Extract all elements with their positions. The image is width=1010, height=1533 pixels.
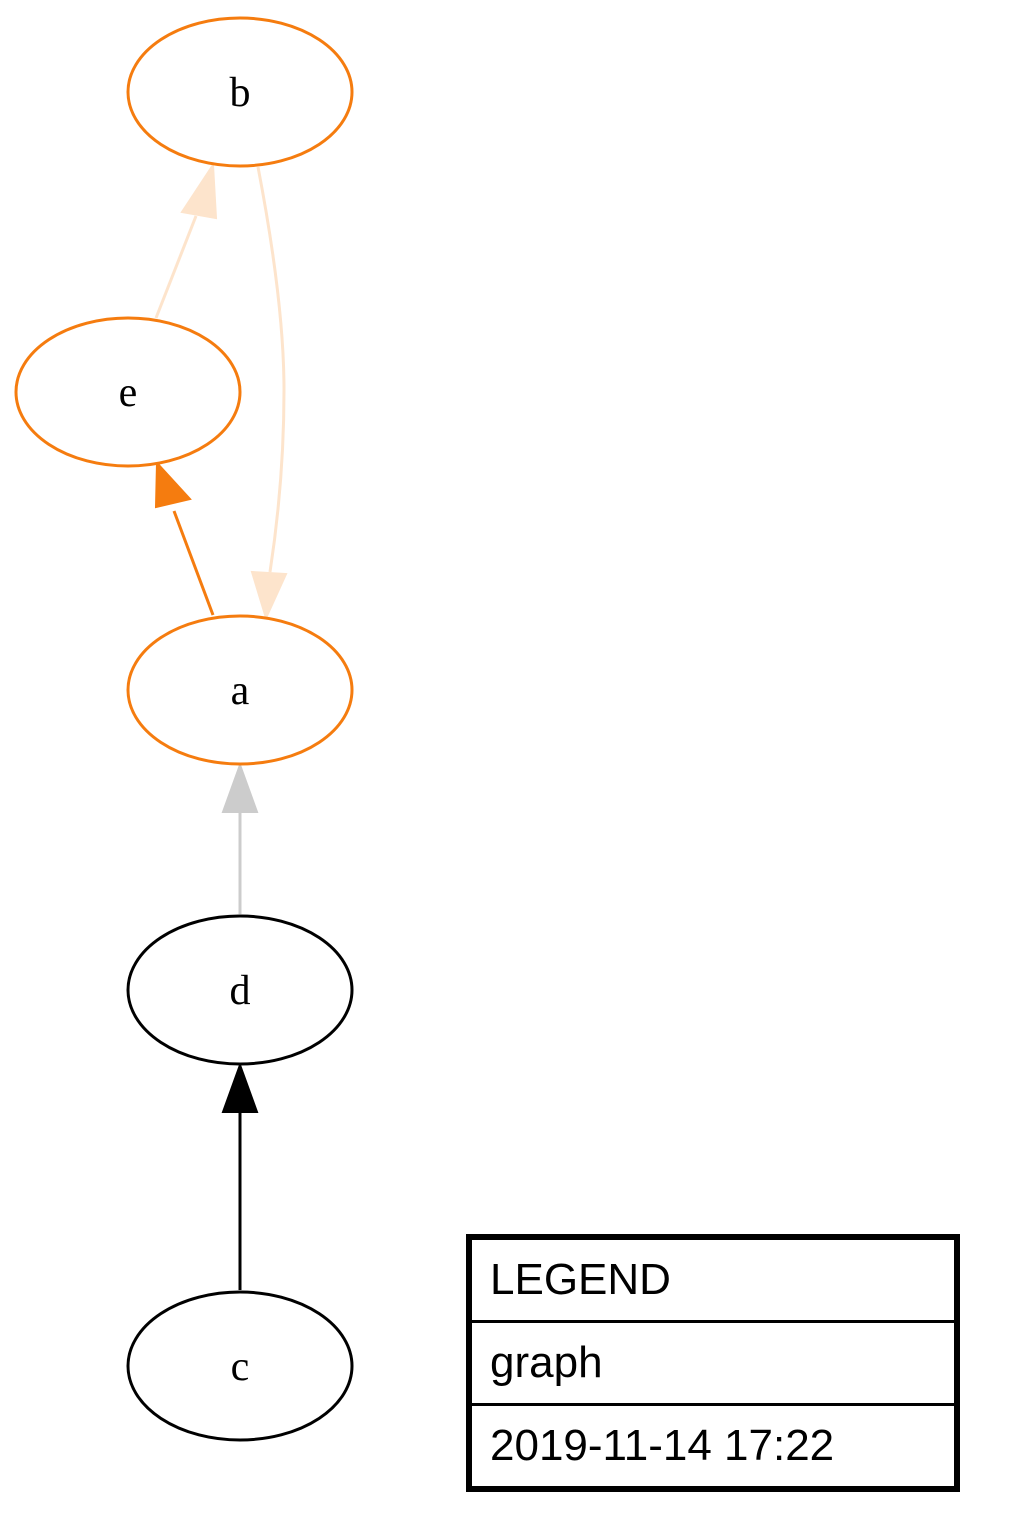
edge-line-b-a: [256, 166, 286, 573]
edge-a-e: [154, 460, 215, 616]
legend-timestamp: 2019-11-14 17:22: [472, 1403, 954, 1486]
node-b: b: [126, 16, 354, 168]
node-label-a: a: [231, 668, 250, 714]
node-a: a: [126, 614, 354, 766]
node-ellipse-e: [14, 316, 242, 468]
node-label-b: b: [230, 70, 251, 116]
node-label-e: e: [119, 370, 138, 416]
node-ellipse-d: [126, 914, 354, 1066]
node-e: e: [14, 316, 242, 468]
edge-e-b: [154, 161, 218, 319]
node-label-d: d: [230, 968, 251, 1014]
node-d: d: [126, 914, 354, 1066]
node-c: c: [126, 1290, 354, 1442]
node-ellipse-b: [126, 16, 354, 168]
legend-title: LEGEND: [490, 1255, 671, 1304]
nodes-layer: b e a d c: [14, 16, 354, 1442]
edge-d-a: [221, 762, 259, 914]
node-ellipse-c: [126, 1290, 354, 1442]
legend-box: LEGEND graph 2019-11-14 17:22: [466, 1234, 960, 1492]
edges-layer: [154, 161, 288, 1290]
edge-arrowhead-b-a: [250, 570, 288, 621]
legend-graph-name: graph: [472, 1320, 954, 1403]
edge-arrowhead-c-d: [221, 1062, 259, 1113]
edge-arrowhead-a-e: [154, 460, 192, 509]
node-label-c: c: [231, 1344, 250, 1390]
edge-line-e-b: [154, 215, 198, 319]
edge-arrowhead-d-a: [221, 762, 259, 813]
edge-b-a: [250, 166, 288, 621]
edge-line-a-e: [172, 510, 215, 616]
node-ellipse-a: [126, 614, 354, 766]
edge-c-d: [221, 1062, 259, 1290]
edge-arrowhead-e-b: [180, 161, 218, 220]
